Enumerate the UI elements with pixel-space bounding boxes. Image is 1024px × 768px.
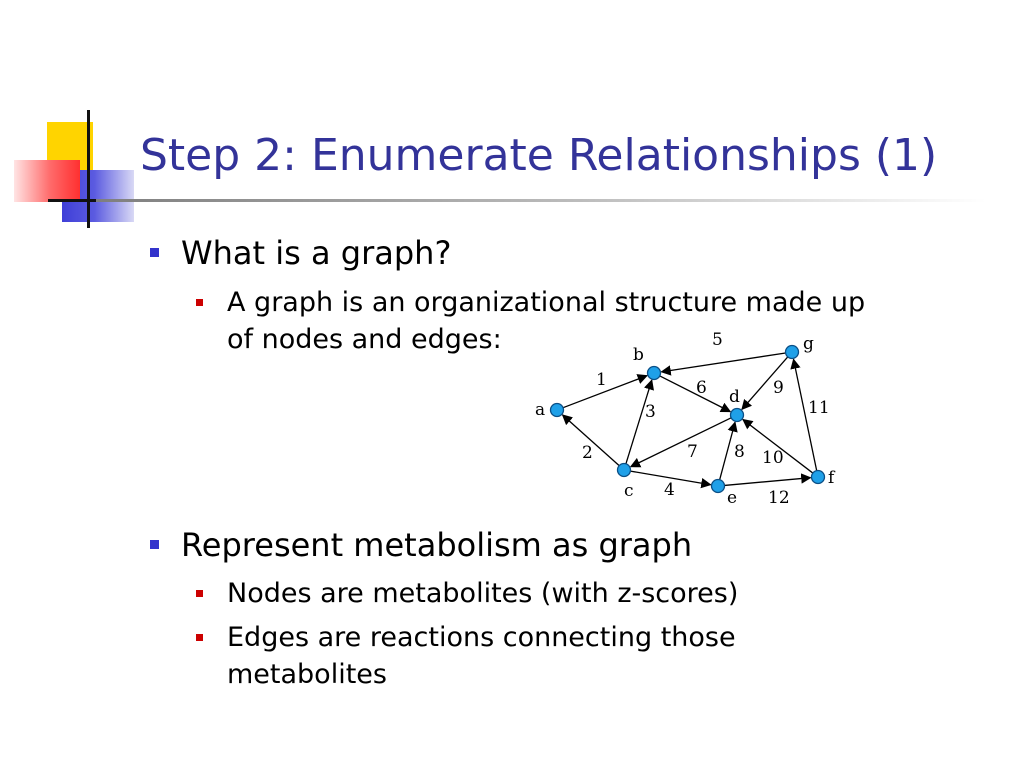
node-label-b: b — [633, 345, 644, 365]
node-a — [549, 402, 565, 418]
sub-bullet-marker — [196, 299, 203, 306]
edge-label-11: 11 — [808, 398, 830, 418]
sub-bullet-text-line: metabolites — [227, 659, 387, 690]
node-f — [810, 469, 826, 485]
node-label-a: a — [535, 400, 545, 420]
edge-label-3: 3 — [645, 402, 656, 422]
edge-label-2: 2 — [582, 443, 593, 463]
node-d — [729, 407, 745, 423]
bullet-text: Represent metabolism as graph — [181, 526, 693, 564]
sub-bullet-text-line: A graph is an organizational structure m… — [227, 287, 866, 318]
sub-bullet-text-line: Edges are reactions connecting those — [227, 622, 736, 653]
edge-label-1: 1 — [596, 370, 607, 390]
node-label-f: f — [828, 468, 836, 488]
node-label-c: c — [624, 481, 634, 501]
edge-f-d — [742, 418, 814, 474]
edge-label-12: 12 — [768, 488, 790, 508]
sub-bullet-marker — [196, 590, 203, 597]
decor-vertical-line — [87, 110, 90, 228]
edge-g-b — [660, 352, 786, 376]
node-e — [710, 478, 726, 494]
sub-bullet-text-line: Nodes are metabolites (with z-scores) — [227, 578, 739, 609]
bullet-text: What is a graph? — [181, 234, 452, 272]
edge-c-a — [561, 414, 620, 467]
edge-b-d — [659, 375, 732, 413]
decor-red-square — [14, 160, 80, 202]
edge-label-9: 9 — [773, 378, 784, 398]
edge-label-5: 5 — [712, 330, 723, 350]
node-g — [784, 344, 800, 360]
edge-label-7: 7 — [687, 442, 698, 462]
node-b — [646, 365, 662, 381]
node-c — [616, 462, 632, 478]
bullet-marker — [150, 540, 159, 549]
sub-bullet-marker — [196, 634, 203, 641]
edge-c-e — [630, 470, 712, 489]
edge-a-b — [562, 374, 648, 409]
node-label-e: e — [727, 488, 737, 508]
edge-g-d — [741, 356, 789, 411]
edge-e-d — [719, 421, 738, 480]
decor-horizontal-line — [48, 199, 108, 202]
node-label-d: d — [729, 387, 740, 407]
edge-label-10: 10 — [762, 448, 784, 468]
edge-e-f — [724, 473, 812, 487]
bullet-marker — [150, 248, 159, 257]
edge-label-4: 4 — [664, 480, 675, 500]
title-underline — [96, 199, 986, 202]
node-label-g: g — [803, 334, 814, 354]
edge-label-6: 6 — [696, 378, 707, 398]
edge-f-g — [790, 358, 818, 471]
slide-title: Step 2: Enumerate Relationships (1) — [140, 130, 938, 181]
edge-d-c — [629, 417, 732, 468]
edge-c-b — [625, 379, 654, 464]
sub-bullet-text-line: of nodes and edges: — [227, 324, 502, 355]
edge-label-8: 8 — [734, 442, 745, 462]
